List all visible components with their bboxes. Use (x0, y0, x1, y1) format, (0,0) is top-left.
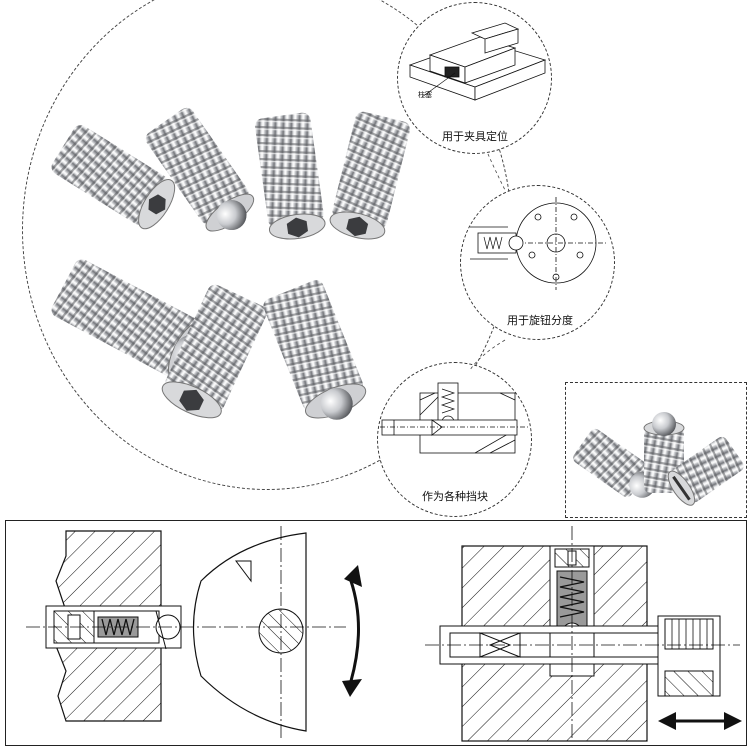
horizontal-double-arrow-icon (658, 712, 742, 730)
product-closeup (573, 412, 744, 506)
fixture-drawing (408, 22, 547, 101)
stop-block-drawing (425, 526, 742, 742)
ball-plunger-3 (263, 280, 367, 420)
product-photo (51, 107, 410, 420)
stop-caption: 作为各种挡块 (422, 490, 488, 503)
set-screw-2 (254, 112, 326, 240)
fixture-caption: 用于夹具定位 (442, 130, 508, 143)
stop-drawing (380, 382, 528, 454)
plunger-part-label: 柱塞 (418, 91, 432, 99)
rotate-arrow-icon (342, 565, 362, 697)
set-screw-4 (161, 284, 267, 419)
ball-plunger-1 (145, 107, 255, 232)
rotary-caption: 用于旋钮分度 (507, 314, 573, 327)
rotary-drawing (470, 197, 606, 290)
rotary-index-drawing (26, 526, 362, 741)
callout-connectors (469, 153, 506, 371)
spring-icon (101, 618, 135, 636)
set-screw-1 (51, 125, 176, 230)
set-screw-3 (329, 111, 410, 240)
